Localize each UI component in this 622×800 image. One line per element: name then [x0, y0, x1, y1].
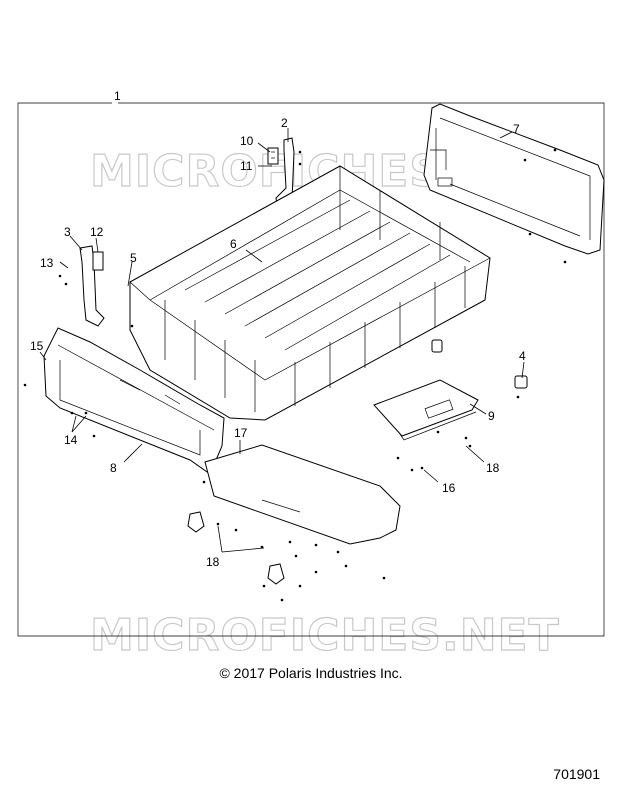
fasteners: [23, 148, 567, 602]
rear-panel-part: [423, 103, 605, 255]
callout-12: 12: [90, 225, 104, 239]
cargo-bed-part: [129, 165, 491, 421]
copyright-notice: © 2017 Polaris Industries Inc.: [219, 665, 403, 681]
callout-5: 5: [130, 251, 137, 265]
assembly-bracket: [17, 102, 605, 637]
callout-7: 7: [513, 122, 520, 136]
left-bracket-part: [79, 245, 105, 327]
skid-plate-part: [373, 379, 479, 441]
callout-10: 10: [240, 134, 254, 148]
callout-9: 9: [488, 409, 495, 423]
watermark-bottom: MICROFICHES.NET: [90, 610, 560, 661]
clip-part: [431, 339, 528, 389]
floor-panel-part: [204, 444, 401, 545]
callout-16: 16: [442, 481, 456, 495]
leader-lines: [39, 128, 525, 553]
callout-18-lower: 18: [206, 555, 220, 569]
tailgate-part: [43, 327, 225, 475]
callout-6: 6: [230, 237, 237, 251]
callout-2: 2: [281, 116, 288, 130]
callout-15: 15: [30, 339, 44, 353]
callout-1: 1: [114, 89, 121, 103]
callout-11: 11: [240, 159, 253, 173]
callout-8: 8: [110, 461, 117, 475]
callout-14: 14: [64, 433, 78, 447]
diagram-reference-number: 701901: [553, 766, 600, 782]
callout-4: 4: [519, 349, 526, 363]
callout-17: 17: [234, 426, 248, 440]
callout-13: 13: [40, 256, 54, 270]
callout-3: 3: [64, 225, 71, 239]
clamp-part: [187, 511, 285, 585]
callout-18-right: 18: [486, 461, 500, 475]
